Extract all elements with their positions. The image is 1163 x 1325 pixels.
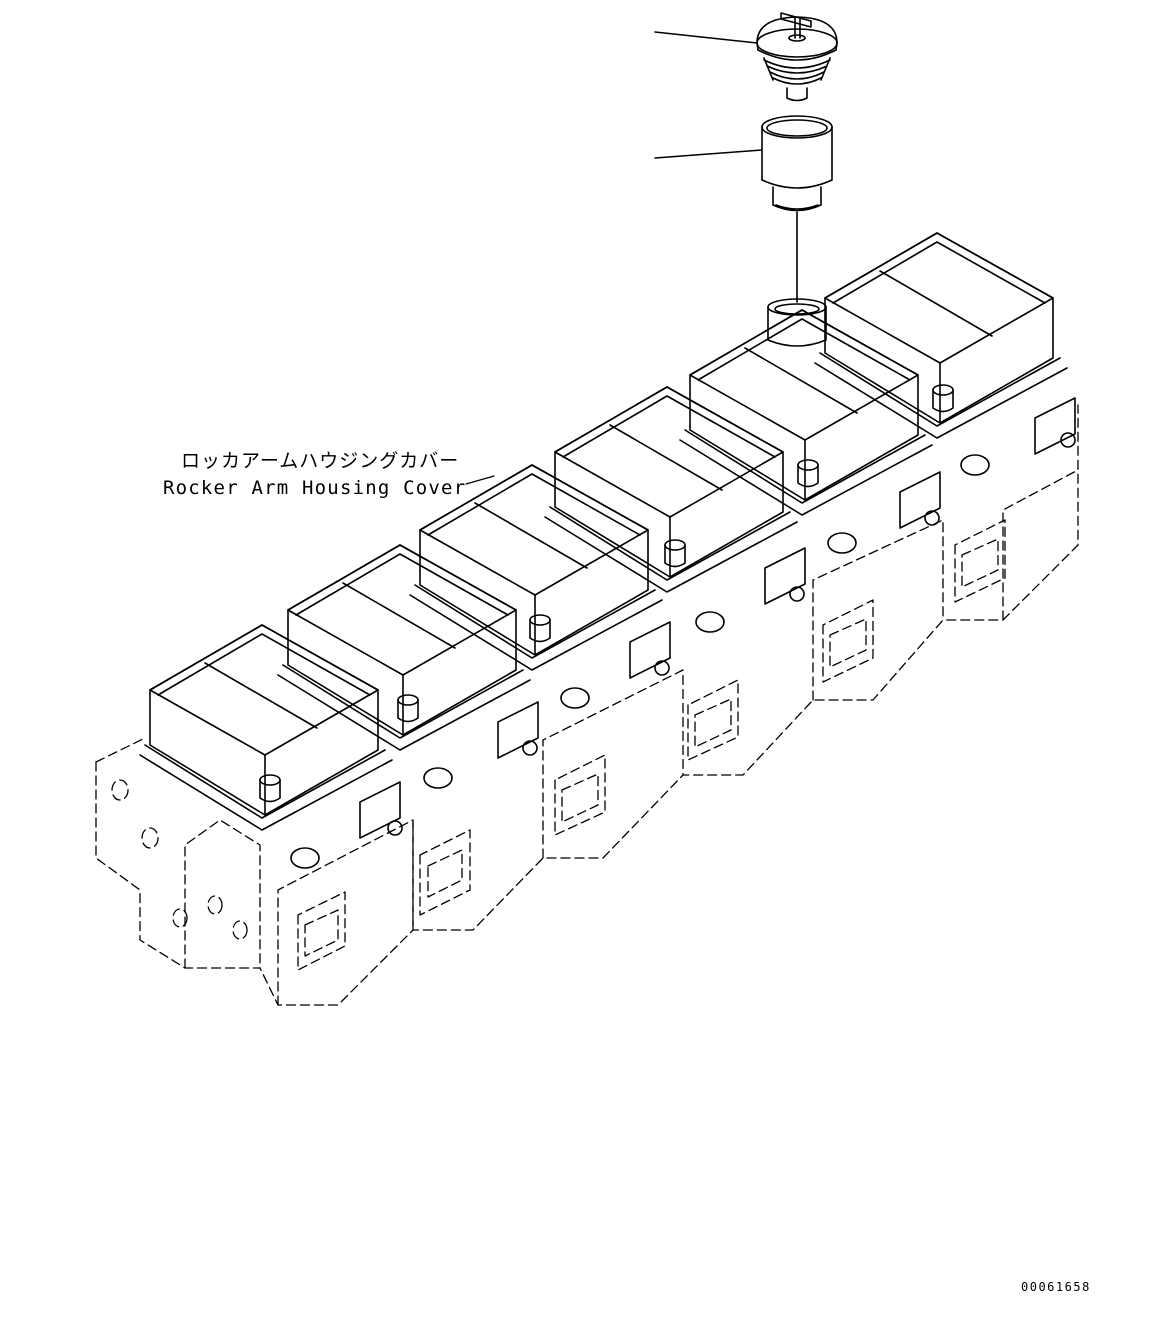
rocker-arm-housing-cover-icon [139,232,1076,869]
cover-segment-5 [679,309,941,554]
leader-line-part-2 [654,149,763,159]
cover-segment-4 [544,386,806,633]
cylinder-head-outline [95,404,1079,1006]
callout-label-english: Rocker Arm Housing Cover [163,477,467,499]
drawing-number: 00061658 [1021,1280,1091,1294]
breather-cap-icon [756,12,838,102]
cover-segment-1 [139,624,403,869]
cover-segment-2 [277,544,539,789]
filler-neck-icon [761,115,833,212]
cover-segment-6 [814,232,1076,476]
leader-line-part-1 [654,31,758,44]
leader-line-cover [465,475,495,485]
filler-port-icon [767,298,827,347]
cover-segment-3 [409,464,671,709]
callout-label-japanese: ロッカアームハウジングカバー [181,450,460,472]
